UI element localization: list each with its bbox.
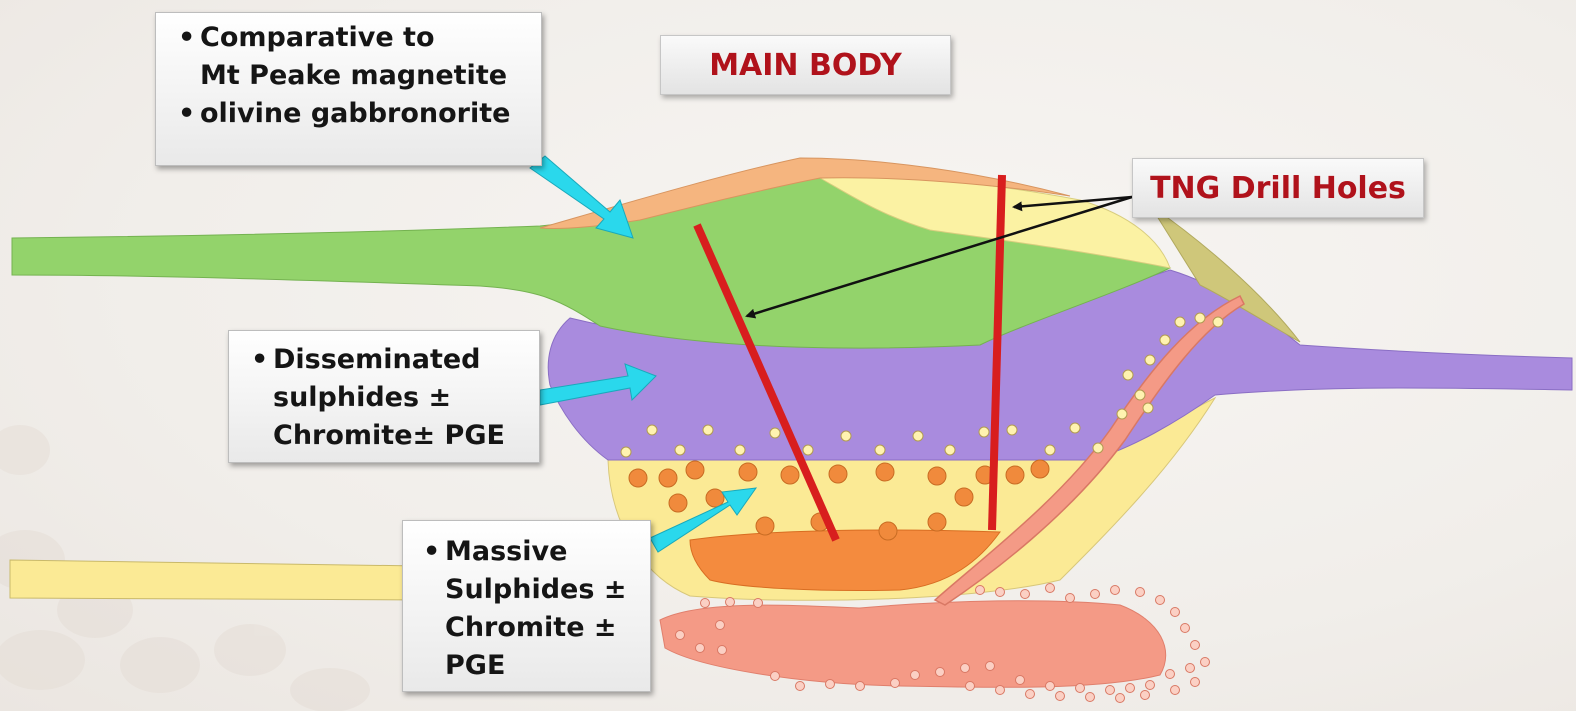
yellow-dot	[675, 445, 685, 455]
pink-dot	[966, 682, 975, 691]
pink-dot	[1021, 590, 1030, 599]
yellow-dot	[1213, 317, 1223, 327]
pink-dot	[1066, 594, 1075, 603]
yellow-dot	[1135, 390, 1145, 400]
pink-dot	[1056, 692, 1065, 701]
drill-holes-label-text: TNG Drill Holes	[1150, 171, 1406, 206]
pink-dot	[1091, 590, 1100, 599]
yellow-dot	[1007, 425, 1017, 435]
pink-dot	[1046, 682, 1055, 691]
yellow-dot	[1123, 370, 1133, 380]
pink-dot	[726, 598, 735, 607]
orange-bleb	[629, 469, 647, 487]
orange-bleb	[739, 463, 757, 481]
pink-dot	[696, 644, 705, 653]
yellow-dot	[803, 445, 813, 455]
pink-dot	[1166, 670, 1175, 679]
pink-dot	[1171, 686, 1180, 695]
pink-dot	[754, 599, 763, 608]
yellow-dot	[875, 445, 885, 455]
pink-dot	[891, 679, 900, 688]
orange-bleb	[955, 488, 973, 506]
pink-dot	[718, 646, 727, 655]
pink-dot	[701, 599, 710, 608]
callout-magnetite: Comparative to Mt Peake magnetite olivin…	[155, 12, 542, 166]
pink-dot	[716, 621, 725, 630]
orange-bleb	[781, 466, 799, 484]
pink-dot	[996, 686, 1005, 695]
pink-dot	[796, 682, 805, 691]
pink-dot	[676, 631, 685, 640]
callout-massive: Massive Sulphides ± Chromite ± PGE	[402, 520, 651, 692]
yellow-dot	[1160, 335, 1170, 345]
pink-dot	[986, 662, 995, 671]
callout-magnetite-item-2: olivine gabbronorite	[178, 95, 529, 133]
yellow-dot	[1175, 317, 1185, 327]
pink-dot	[1191, 678, 1200, 687]
yellow-dot	[979, 427, 989, 437]
pink-dot	[826, 680, 835, 689]
pink-dot	[1186, 664, 1195, 673]
orange-bleb	[928, 467, 946, 485]
yellow-dot	[703, 425, 713, 435]
yellow-dot	[621, 447, 631, 457]
main-body-title-text: MAIN BODY	[709, 48, 902, 83]
pink-dot	[1156, 596, 1165, 605]
pink-dot	[1126, 684, 1135, 693]
pink-dot	[936, 668, 945, 677]
pink-dot	[976, 586, 985, 595]
callout-disseminated: Disseminated sulphides ± Chromite± PGE	[228, 330, 540, 463]
yellow-dot	[841, 431, 851, 441]
yellow-sill	[10, 560, 425, 600]
yellow-dot	[1143, 403, 1153, 413]
pink-dot	[996, 588, 1005, 597]
pink-dot	[1141, 691, 1150, 700]
pink-dot	[1136, 588, 1145, 597]
orange-bleb	[829, 465, 847, 483]
yellow-dot	[1070, 423, 1080, 433]
orange-bleb	[879, 522, 897, 540]
orange-bleb	[669, 494, 687, 512]
yellow-dot	[1195, 313, 1205, 323]
pink-dot	[1191, 641, 1200, 650]
yellow-dot	[1045, 445, 1055, 455]
yellow-dot	[945, 445, 955, 455]
orange-bleb	[686, 461, 704, 479]
orange-bleb	[1031, 460, 1049, 478]
callout-disseminated-item: Disseminated sulphides ± Chromite± PGE	[251, 341, 527, 455]
pink-dot	[1181, 624, 1190, 633]
yellow-dot	[1145, 355, 1155, 365]
callout-magnetite-item-1: Comparative to Mt Peake magnetite	[178, 19, 529, 95]
orange-bleb	[876, 463, 894, 481]
yellow-dot	[770, 428, 780, 438]
yellow-dot	[1093, 443, 1103, 453]
yellow-dot	[647, 425, 657, 435]
pink-dot	[1201, 658, 1210, 667]
pink-dot	[1106, 686, 1115, 695]
pink-dot	[1016, 676, 1025, 685]
pink-dot	[856, 682, 865, 691]
pink-dot	[1116, 694, 1125, 703]
pink-dot	[911, 671, 920, 680]
yellow-dot	[735, 445, 745, 455]
orange-bleb	[1006, 466, 1024, 484]
pink-dot	[771, 672, 780, 681]
pink-dot	[1111, 586, 1120, 595]
callout-massive-item: Massive Sulphides ± Chromite ± PGE	[423, 533, 640, 685]
main-body-title: MAIN BODY	[660, 35, 951, 95]
drill-holes-label: TNG Drill Holes	[1132, 158, 1424, 218]
yellow-dot	[1117, 409, 1127, 419]
orange-bleb	[928, 513, 946, 531]
pink-dot	[1046, 584, 1055, 593]
pink-dot	[1076, 684, 1085, 693]
pink-dot	[961, 664, 970, 673]
pink-dot	[1171, 608, 1180, 617]
orange-bleb	[756, 517, 774, 535]
yellow-dot	[913, 431, 923, 441]
pink-dot	[1146, 681, 1155, 690]
pink-dot	[1086, 693, 1095, 702]
pink-dot	[1026, 690, 1035, 699]
orange-bleb	[659, 469, 677, 487]
